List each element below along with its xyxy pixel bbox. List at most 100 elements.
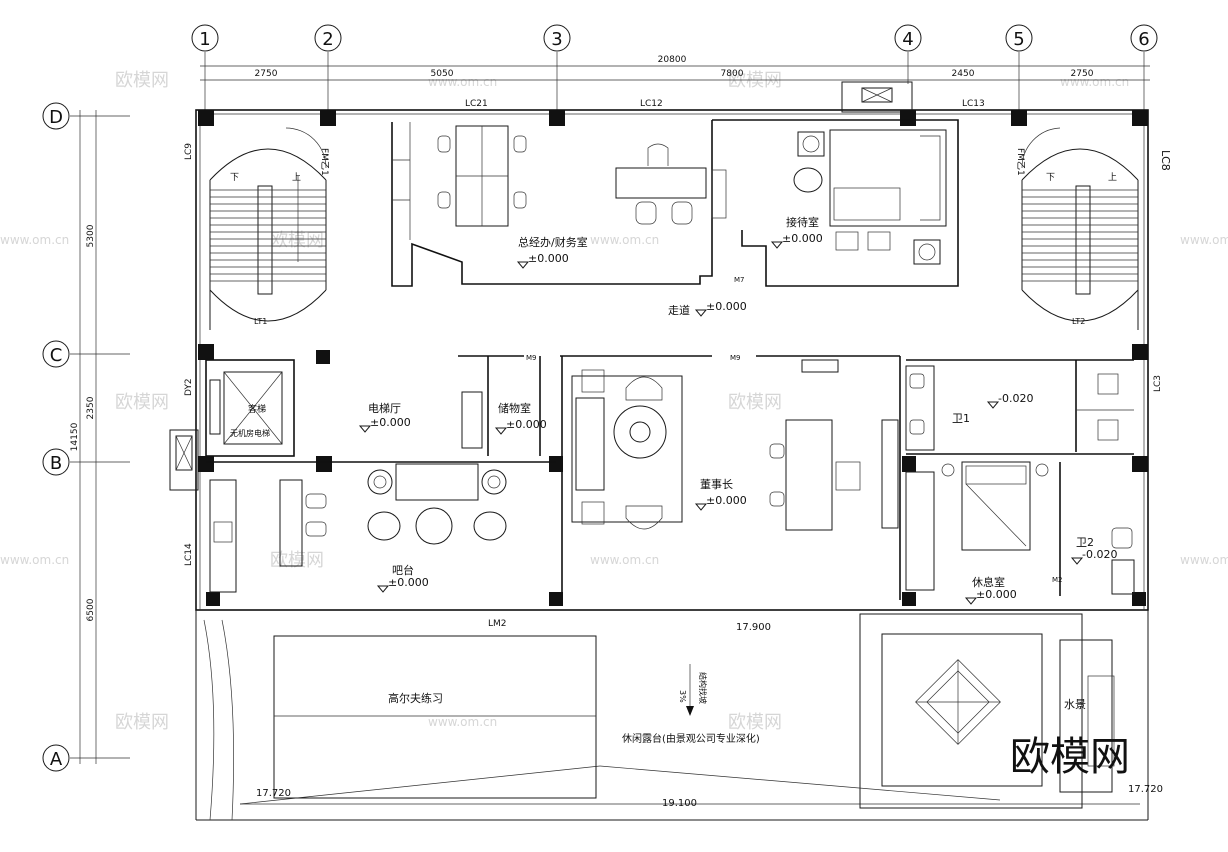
elevator: 客梯 无机房电梯 [205,359,295,457]
lounge: 休息室 ±0.000 卫2 -0.020 M2 [905,461,1135,605]
room-label-toilet1: 卫1 [952,412,970,425]
watermark-url: www.om.cn [0,233,69,247]
dim-segment: 2750 [255,69,278,79]
stair-up: 上 [1108,172,1117,183]
room-label-toilet2: 卫2 [1076,536,1094,549]
stair-down: 下 [230,173,239,183]
axis-label: 1 [199,29,210,50]
axis-bubble [42,448,70,476]
watermark-url: www.om.cn [1180,553,1228,567]
tag-lc14: LC14 [184,543,194,566]
level-17900: 17.900 [736,622,771,633]
tag-lc3: LC3 [1153,375,1163,392]
dim-segment: 2450 [952,69,975,79]
column [316,456,332,472]
stair-up: 上 [292,172,301,183]
level-label: ±0.000 [782,232,823,245]
column [1132,344,1148,360]
watermark-url: www.om.cn [428,75,497,89]
level-19100: 19.100 [662,798,697,809]
watermark-url: www.om.cn [590,553,659,567]
gm-office: 总经办/财务室 ±0.000 [391,120,727,287]
tag-lt2: LT2 [1072,317,1085,326]
tag-fm1: FM乙1 [319,148,330,176]
watermarks: 欧模网 www.om.cn 欧模网 www.om.cn www.om.cn 欧模… [0,70,1228,733]
level-17720: 17.720 [256,788,291,799]
watermark: 欧模网 [270,230,324,251]
chairman-desk [785,419,833,531]
column [1132,110,1148,126]
column [206,592,220,606]
column [549,110,565,126]
dim-segment: 7800 [721,69,744,79]
axis-label: 6 [1138,29,1149,50]
logo-watermark: 欧模网 [1010,734,1130,780]
level-label: ±0.000 [388,576,429,589]
room-label-elevator-hall: 电梯厅 [368,402,401,415]
axis-label: 3 [551,29,562,50]
column [198,110,214,126]
column [1132,592,1146,606]
watermark: 欧模网 [115,392,169,413]
bed [961,461,1031,551]
sofa-set [829,129,947,227]
stair-down: 下 [1046,173,1055,183]
room-label-bar: 吧台 [392,563,414,577]
left-dimensions: 14150 5300 2350 6500 [70,110,130,764]
dim-segment: 2750 [1071,69,1094,79]
watermark-url: www.om.cn [1180,233,1228,247]
toilet-1: 卫1 -0.020 [905,359,1134,455]
column [900,110,916,126]
chairman-office: 董事长 ±0.000 M9 [560,354,901,600]
level-label: ±0.000 [706,300,747,313]
slope-percent: 3% [678,690,687,703]
column [902,456,916,472]
chairman-sofa [575,397,605,491]
room-label-water: 水景 [1064,698,1086,711]
level-label: ±0.000 [706,494,747,507]
room-label-terrace: 休闲露台(由景观公司专业深化) [622,732,760,745]
axis-label: B [50,453,62,474]
axis-label: 5 [1013,29,1024,50]
dim-segment: 6500 [86,598,96,621]
tag-m7: M7 [734,276,745,284]
watermark: 欧模网 [115,712,169,733]
window-tags: LC21 LC12 LC13 LC8 LC9 DY2 LC14 LC3 LM2 [184,99,1172,629]
manager-desk [615,167,707,199]
terrace: 高尔夫练习 水景 休闲露台(由景观公司专业深化) 17.900 17.720 1… [195,610,1163,821]
watermark: 欧模网 [115,70,169,91]
tag-m9b: M9 [730,354,741,362]
reception: 接待室 ±0.000 M7 [712,119,959,287]
tag-lc8: LC8 [1159,150,1172,171]
tag-fm2: FM乙1 [1015,148,1026,176]
level-label: -0.020 [1082,548,1117,561]
axis-label: 4 [902,29,913,50]
stair-treads [1022,189,1138,282]
column-axes: 1 2 3 4 5 6 [191,24,1158,52]
column [320,110,336,126]
structural-columns [198,110,1148,606]
watermark: 欧模网 [728,70,782,91]
column [198,344,214,360]
axis-label: A [50,749,63,770]
watermark: 欧模网 [728,712,782,733]
slope-note: 结构找坡 [698,672,708,704]
dim-segment: 5300 [86,224,96,247]
column [549,456,563,472]
stair-treads [210,189,326,282]
room-label-corridor: 走道 [668,303,690,317]
column [549,592,563,606]
axis-bubble [191,24,219,52]
corridor: 走道 ±0.000 [668,300,747,317]
room-label-golf: 高尔夫练习 [388,691,443,705]
axis-label: D [49,107,63,128]
bar-area: 吧台 ±0.000 [206,461,556,593]
axis-bubble [543,24,571,52]
bar-table [415,507,453,545]
watermark-url: www.om.cn [590,233,659,247]
axis-bubble [894,24,922,52]
umbrella-seating [915,659,1001,745]
axis-label: C [50,345,63,366]
exterior-walls [169,81,1149,611]
